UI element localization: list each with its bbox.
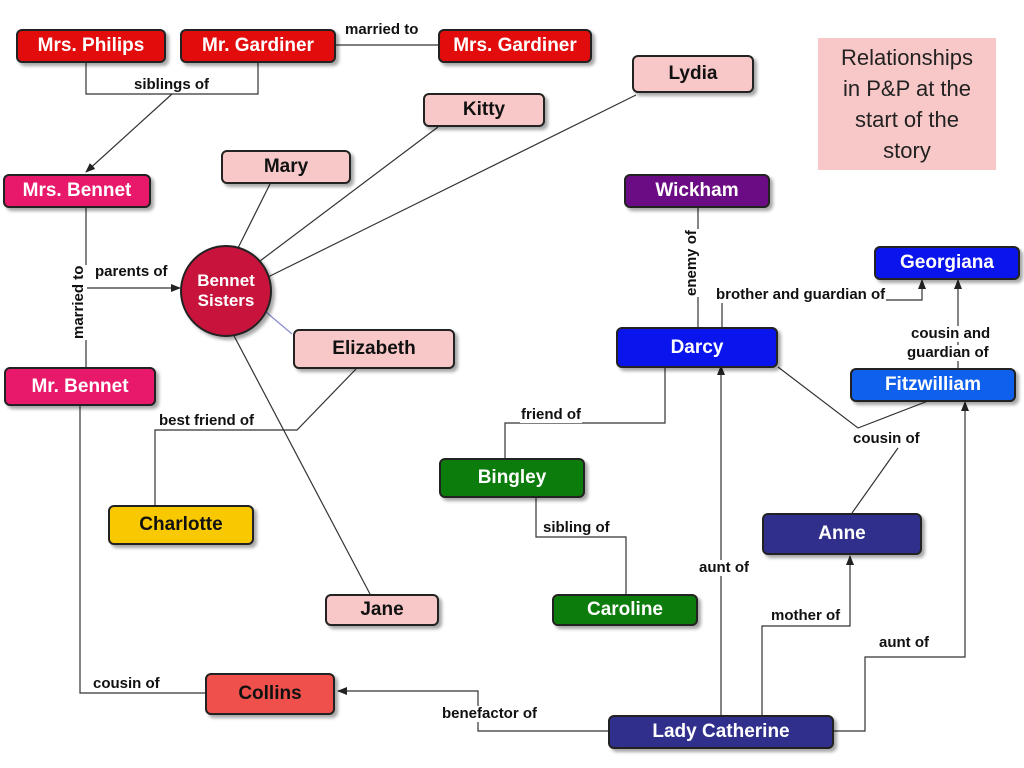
edge-label-cousin-of-anne: cousin of [852,430,921,447]
edge-sibling-of [535,498,627,594]
edge-label-cousin-guardian: cousin and [910,325,992,342]
edge-label-brother-guardian: brother and guardian of [715,286,887,303]
edge-label-married-to-bennets: married to [70,264,87,340]
edge-label-enemy-of: enemy of [683,229,700,297]
node-wickham: Wickham [624,174,770,208]
caption-line: start of the [855,107,959,132]
node-kitty: Kitty [423,93,545,127]
edge-label-aunt-of-darcy: aunt of [698,559,750,576]
edge-label-sibling-of: sibling of [542,519,611,536]
edge-mother-of [761,555,854,715]
edge-label-aunt-of-fitzwilliam: aunt of [878,634,930,651]
node-fitzwilliam: Fitzwilliam [850,368,1016,402]
node-bingley: Bingley [439,458,585,498]
node-lady-catherine: Lady Catherine [608,715,834,749]
node-collins: Collins [205,673,335,715]
caption-line: in P&P at the [842,76,971,101]
node-elizabeth: Elizabeth [293,329,455,369]
edge-label-cousin-of-collins: cousin of [92,675,161,692]
node-charlotte: Charlotte [108,505,254,545]
node-mr-gardiner: Mr. Gardiner [180,29,336,63]
caption-line: story [883,138,931,163]
edge-best-friend [154,368,357,505]
edge-label-best-friend-of: best friend of [158,412,256,429]
node-caroline: Caroline [552,594,698,626]
node-georgiana: Georgiana [874,246,1020,280]
edge-sisters-lydia [265,94,637,279]
edge-friend-of [504,368,666,458]
edge-sisters-elizabeth [265,311,293,335]
edge-label-married-to: married to [344,21,420,38]
edge-sisters-kitty [255,126,439,265]
edge-siblings-arrow [85,93,173,173]
edge-aunt-fitz [834,401,969,732]
edge-cousin-anne-lower [851,447,899,514]
edge-sisters-jane [231,331,371,595]
node-mrs-bennet: Mrs. Bennet [3,174,151,208]
node-mrs-philips: Mrs. Philips [16,29,166,63]
edge-sisters-mary [235,183,271,253]
edge-label-parents-of: parents of [94,263,169,280]
node-darcy: Darcy [616,327,778,368]
edge-label-friend-of: friend of [520,406,582,423]
edge-cousin-anne [777,366,929,429]
node-bennet-sisters-label: Bennet Sisters [197,271,255,310]
node-mr-bennet: Mr. Bennet [4,367,156,406]
node-mrs-gardiner: Mrs. Gardiner [438,29,592,63]
node-bennet-sisters: Bennet Sisters [180,245,272,337]
node-anne: Anne [762,513,922,555]
edge-label-cousin-guardian-line2: guardian of [906,344,990,361]
node-mary: Mary [221,150,351,184]
edge-label-siblings-of: siblings of [133,76,210,93]
node-lydia: Lydia [632,55,754,93]
edge-label-mother-of: mother of [770,607,842,624]
caption-line: Relationships [840,45,974,70]
diagram-caption: Relationships in P&P at the start of the… [818,38,996,170]
edge-label-benefactor-of: benefactor of [441,705,539,722]
node-jane: Jane [325,594,439,626]
edge-cousin-collins [79,406,205,694]
